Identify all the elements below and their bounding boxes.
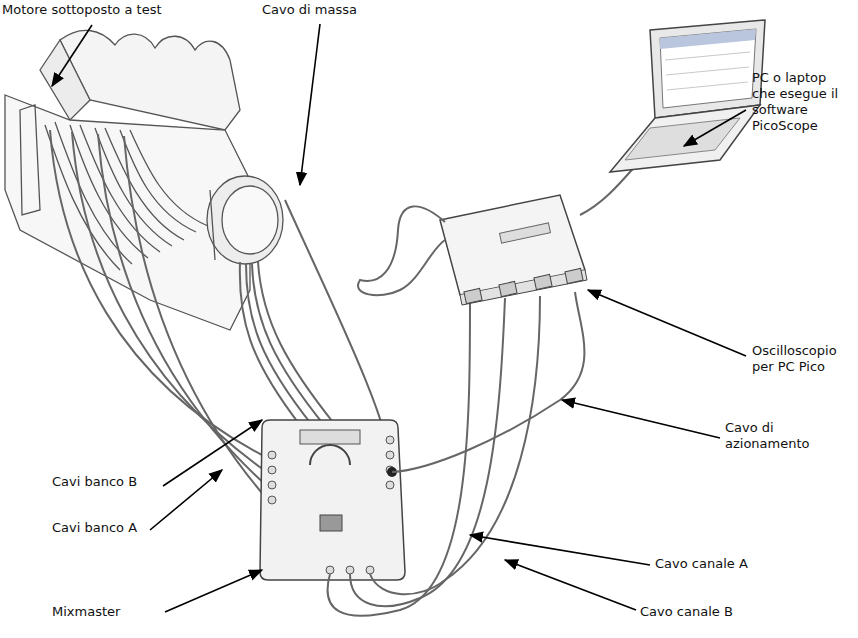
leader-lines <box>52 24 746 612</box>
bank-b-cables <box>240 262 336 426</box>
callout-label: Oscilloscopio per PC Pico <box>752 343 854 375</box>
callout-label: Mixmaster <box>52 604 162 620</box>
callout-label: Cavo canale B <box>640 604 780 620</box>
callout-label: Motore sottoposto a test <box>2 2 242 18</box>
callout-label: PC o laptop che esegue il software PicoS… <box>752 70 852 134</box>
engine-drawing <box>5 30 283 330</box>
callout-label: Cavo di azionamento <box>725 420 853 452</box>
pico-oscilloscope <box>440 195 587 305</box>
callout-label: Cavi banco A <box>52 520 162 536</box>
callout-label: Cavo di massa <box>262 2 402 18</box>
callout-label: Cavo canale A <box>655 556 795 572</box>
laptop <box>610 20 765 172</box>
scope-cables <box>328 292 585 616</box>
bank-a-cables <box>50 130 268 500</box>
callout-label: Cavi banco B <box>52 474 162 490</box>
mixmaster-box <box>260 420 405 580</box>
probe-lead <box>358 206 445 295</box>
